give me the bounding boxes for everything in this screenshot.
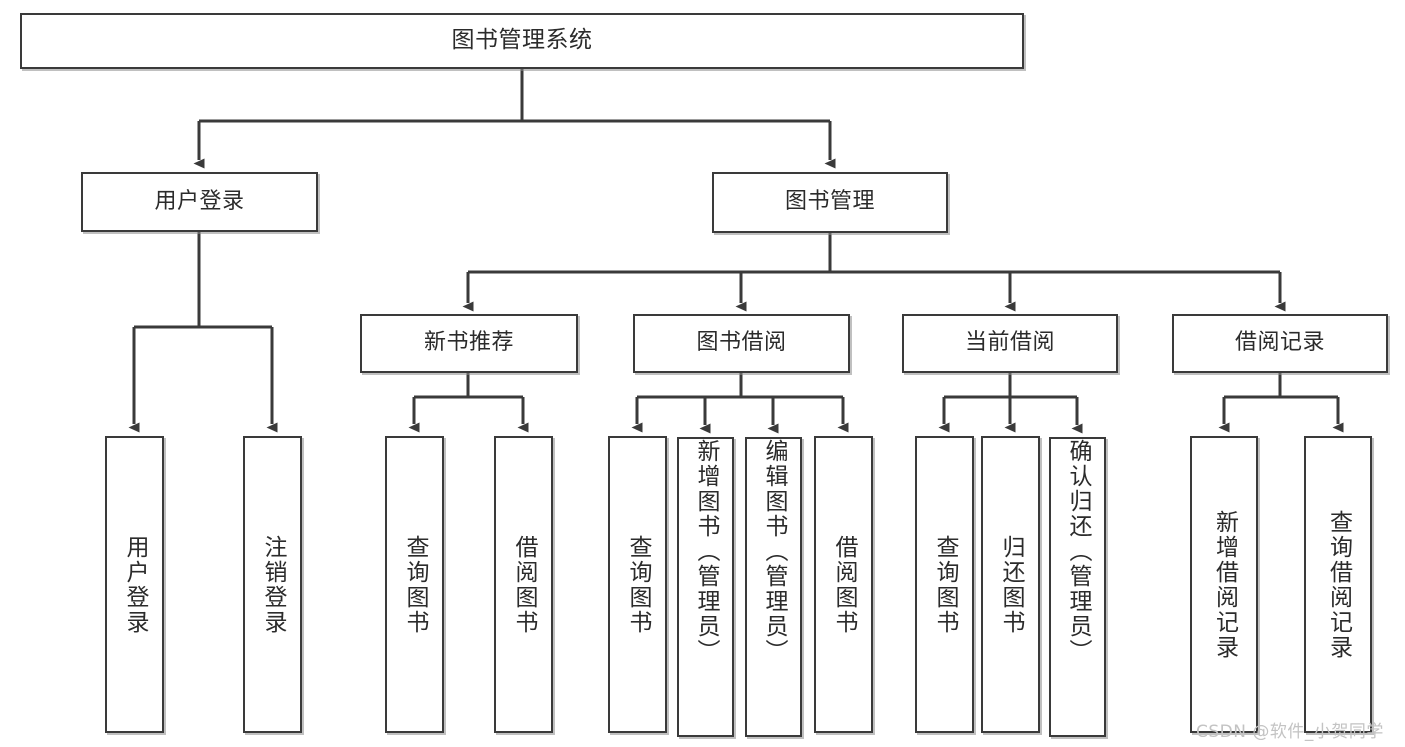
node-borrow-record-label: 借阅记录 [1234, 330, 1325, 356]
node-root-system-label: 图书管理系统 [451, 27, 593, 54]
leaf-borrow-query-book-label: 查询图书 [625, 534, 651, 635]
leaf-current-query-book-label: 查询图书 [932, 534, 958, 635]
leaf-user-login-login[interactable]: 用户登录 [105, 436, 164, 733]
leaf-record-add-record[interactable]: 新增借阅记录 [1190, 436, 1258, 733]
leaf-borrow-borrow-book[interactable]: 借阅图书 [814, 436, 873, 733]
leaf-current-confirm-return[interactable]: 确认归还（管理员） [1049, 437, 1106, 737]
node-current-borrow[interactable]: 当前借阅 [902, 314, 1118, 373]
node-borrow-record[interactable]: 借阅记录 [1172, 314, 1388, 373]
leaf-current-query-book[interactable]: 查询图书 [915, 436, 974, 733]
node-user-login[interactable]: 用户登录 [81, 172, 318, 232]
leaf-borrow-edit-book-label: 编辑图书（管理员） [761, 439, 787, 664]
leaf-recommend-query-book-label: 查询图书 [402, 534, 428, 635]
node-new-book-recommend[interactable]: 新书推荐 [360, 314, 578, 373]
leaf-recommend-borrow-book[interactable]: 借阅图书 [494, 436, 553, 733]
node-book-management[interactable]: 图书管理 [712, 172, 948, 233]
node-current-borrow-label: 当前借阅 [964, 330, 1055, 356]
csdn-watermark: CSDN @软件_小贺同学 [1196, 717, 1384, 742]
leaf-current-return-book-label: 归还图书 [998, 534, 1024, 635]
node-new-book-recommend-label: 新书推荐 [423, 330, 514, 356]
leaf-record-query-record-label: 查询借阅记录 [1325, 509, 1352, 660]
leaf-user-login-login-label: 用户登录 [122, 534, 148, 635]
leaf-recommend-query-book[interactable]: 查询图书 [385, 436, 444, 733]
leaf-user-login-logout-label: 注销登录 [260, 534, 286, 635]
node-book-borrow-label: 图书借阅 [696, 330, 787, 356]
leaf-borrow-query-book[interactable]: 查询图书 [608, 436, 667, 733]
leaf-borrow-edit-book[interactable]: 编辑图书（管理员） [745, 437, 802, 737]
node-user-login-label: 用户登录 [154, 188, 245, 214]
leaf-borrow-add-book-label: 新增图书（管理员） [693, 439, 719, 664]
leaf-current-return-book[interactable]: 归还图书 [981, 436, 1040, 733]
leaf-user-login-logout[interactable]: 注销登录 [243, 436, 302, 733]
leaf-recommend-borrow-book-label: 借阅图书 [511, 534, 537, 635]
leaf-current-confirm-return-label: 确认归还（管理员） [1065, 439, 1091, 664]
csdn-watermark-text: CSDN @软件_小贺同学 [1196, 722, 1384, 742]
leaf-record-query-record[interactable]: 查询借阅记录 [1304, 436, 1372, 733]
node-root-system[interactable]: 图书管理系统 [20, 13, 1024, 69]
node-book-management-label: 图书管理 [784, 189, 875, 215]
node-book-borrow[interactable]: 图书借阅 [633, 314, 850, 373]
leaf-record-add-record-label: 新增借阅记录 [1211, 509, 1238, 660]
leaf-borrow-borrow-book-label: 借阅图书 [831, 534, 857, 635]
leaf-borrow-add-book[interactable]: 新增图书（管理员） [677, 437, 734, 737]
